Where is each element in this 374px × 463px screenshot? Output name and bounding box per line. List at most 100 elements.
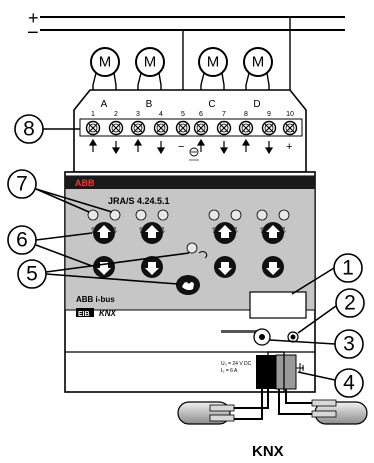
manual-mode-led bbox=[186, 242, 198, 254]
arrow-down-icon bbox=[264, 141, 274, 155]
terminal-10-number: 10 bbox=[286, 111, 294, 118]
terminal-3-screw-icon bbox=[130, 120, 146, 136]
channel-d-down-button[interactable] bbox=[262, 256, 284, 278]
arrow-up-icon bbox=[88, 138, 98, 152]
hand-icon bbox=[182, 282, 194, 291]
arrow-down-icon bbox=[218, 262, 232, 275]
led-c-down bbox=[230, 209, 242, 221]
up-arrow-hint-icon: ⇧ bbox=[138, 226, 145, 235]
rating-voltage: U₀ = 24 V DC bbox=[221, 361, 252, 367]
down-arrow-hint-icon: ⇩ bbox=[160, 226, 167, 235]
knx-bus-cables bbox=[177, 389, 368, 425]
terminal-1-screw-icon bbox=[85, 120, 101, 136]
channel-b-up-button[interactable] bbox=[141, 222, 163, 244]
callouts bbox=[7, 114, 365, 398]
up-buttons bbox=[93, 222, 284, 244]
manual-mode-button[interactable] bbox=[176, 275, 200, 295]
led-a-up bbox=[87, 209, 99, 221]
terminal-4-number: 4 bbox=[159, 111, 163, 118]
terminal-4-screw-icon bbox=[153, 120, 169, 136]
channel-b-top: B bbox=[146, 99, 153, 110]
led-d-up bbox=[256, 209, 268, 221]
knx-logo: KNX bbox=[99, 309, 117, 318]
channel-c-top: C bbox=[208, 99, 215, 110]
channel-a-top: A bbox=[101, 99, 108, 110]
up-arrow-hint-icon: ⇧ bbox=[90, 226, 97, 235]
terminal-3-number: 3 bbox=[136, 111, 140, 118]
callout-6: 6 bbox=[16, 229, 28, 252]
eib-logo-box bbox=[76, 308, 94, 317]
callout-numbers: 8 7 6 5 1 2 3 4 bbox=[16, 118, 356, 395]
channel-a-up-button[interactable] bbox=[93, 222, 115, 244]
bus-connector bbox=[256, 351, 304, 393]
programming-led-center bbox=[290, 334, 296, 340]
channel-c-down-button[interactable] bbox=[214, 256, 236, 278]
down-arrow-hint-icon: ⇩ bbox=[281, 226, 288, 235]
supply-minus-label: − bbox=[27, 22, 39, 44]
arrow-up-icon bbox=[218, 225, 232, 238]
arrow-up-icon bbox=[133, 138, 143, 152]
rating-current: I₀ = 6 A bbox=[221, 368, 238, 374]
eib-logo: EIB bbox=[78, 311, 90, 318]
callout-2: 2 bbox=[344, 292, 356, 315]
terminal-5-screw-icon bbox=[175, 120, 191, 136]
status-leds bbox=[87, 209, 290, 221]
terminal-plus-sign: + bbox=[286, 141, 292, 153]
channel-letters-top: A B C D bbox=[101, 99, 261, 110]
arrow-up-icon bbox=[145, 225, 159, 238]
arrow-down-icon bbox=[219, 141, 229, 155]
arrow-up-icon bbox=[241, 138, 251, 152]
callout-7: 7 bbox=[16, 173, 28, 196]
motor-a-label: M bbox=[99, 54, 112, 71]
channel-c-up-button[interactable] bbox=[214, 222, 236, 244]
led-b-down bbox=[157, 209, 169, 221]
terminal-8-screw-icon bbox=[238, 120, 254, 136]
terminal-2-screw-icon bbox=[108, 120, 124, 136]
knx-bus-label: KNX bbox=[252, 443, 284, 460]
terminal-direction-arrows bbox=[88, 138, 274, 155]
callout-3: 3 bbox=[343, 333, 355, 356]
label-field bbox=[249, 291, 307, 319]
terminal-9-screw-icon bbox=[261, 120, 277, 136]
callout-4: 4 bbox=[343, 372, 355, 395]
channel-d-up-button[interactable] bbox=[262, 222, 284, 244]
callout-1: 1 bbox=[342, 257, 354, 280]
motor-c-label: M bbox=[207, 54, 220, 71]
terminal-1-number: 1 bbox=[91, 111, 95, 118]
terminal-8-number: 8 bbox=[244, 111, 248, 118]
terminal-2-number: 2 bbox=[114, 111, 118, 118]
channel-a-down-button[interactable] bbox=[93, 256, 115, 278]
programming-slot bbox=[221, 330, 267, 333]
terminal-7-screw-icon bbox=[216, 120, 232, 136]
hand-symbol-icon bbox=[198, 251, 208, 259]
arrow-up-icon bbox=[97, 225, 111, 238]
terminal-7-number: 7 bbox=[222, 111, 226, 118]
terminal-9-number: 9 bbox=[267, 111, 271, 118]
programming-button-center bbox=[259, 334, 265, 340]
down-arrow-hint-icon: ⇩ bbox=[112, 226, 119, 235]
connector-latch-icon bbox=[296, 363, 304, 373]
terminal-6-screw-icon bbox=[193, 120, 209, 136]
channel-b-down-button[interactable] bbox=[141, 256, 163, 278]
brand-logo: ABB bbox=[75, 178, 95, 188]
terminal-5-number: 5 bbox=[181, 111, 185, 118]
abb-ibus-logo: ABB i-bus bbox=[76, 295, 115, 304]
led-b-up bbox=[135, 209, 147, 221]
led-d-down bbox=[278, 209, 290, 221]
arrow-down-icon bbox=[266, 262, 280, 275]
up-arrow-hint-icon: ⇧ bbox=[259, 226, 266, 235]
led-a-down bbox=[109, 209, 121, 221]
terminal-minus-sign: − bbox=[178, 141, 184, 153]
ground-symbol-icon bbox=[189, 147, 199, 161]
terminal-10-screw-icon bbox=[282, 120, 298, 136]
terminal-numbers: 1 2 3 4 5 6 7 8 9 10 bbox=[91, 111, 294, 118]
channel-d-top: D bbox=[253, 99, 260, 110]
terminal-6-number: 6 bbox=[199, 111, 203, 118]
motor-d-label: M bbox=[252, 54, 265, 71]
arrow-up-icon bbox=[196, 138, 206, 152]
arrow-down-icon bbox=[111, 141, 121, 155]
motor-b: M bbox=[135, 47, 165, 118]
led-c-up bbox=[208, 209, 220, 221]
terminal-block bbox=[79, 118, 303, 137]
